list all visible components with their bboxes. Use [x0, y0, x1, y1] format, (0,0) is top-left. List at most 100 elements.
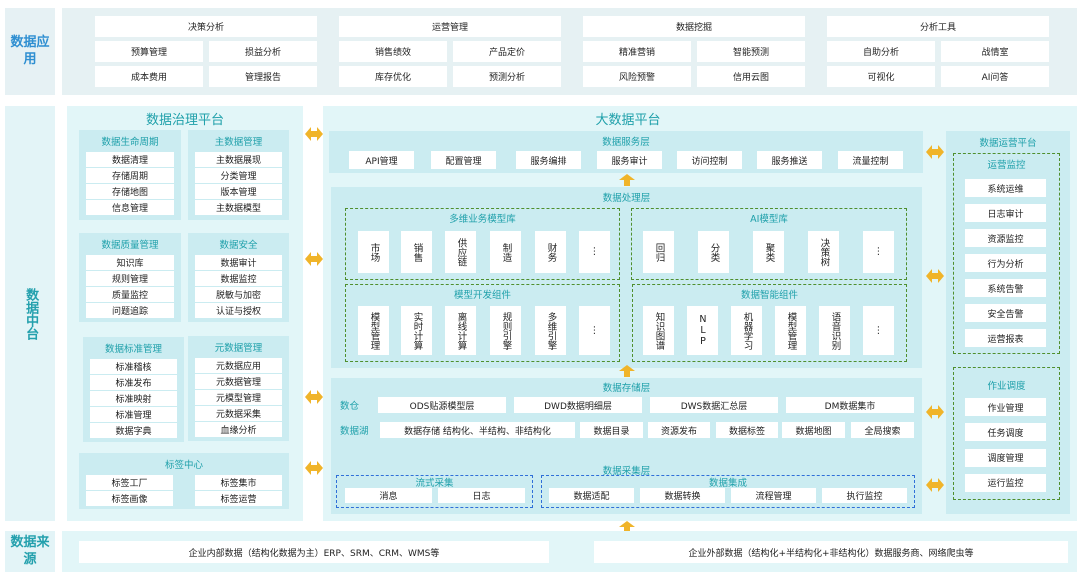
app-item[interactable]: 预测分析	[453, 66, 561, 87]
governance-item[interactable]: 认证与授权	[195, 303, 282, 318]
model-item[interactable]: 实时计算	[401, 306, 432, 355]
model-item[interactable]: 模型管理	[775, 306, 806, 355]
app-item[interactable]: 成本费用	[95, 66, 203, 87]
lake-item[interactable]: 全局搜索	[851, 422, 914, 438]
governance-item[interactable]: 问题追踪	[86, 303, 174, 318]
streaming-item[interactable]: 日志	[438, 488, 525, 503]
governance-item[interactable]: 元数据应用	[195, 358, 282, 373]
governance-item[interactable]: 存储周期	[86, 168, 174, 183]
app-item[interactable]: 库存优化	[339, 66, 447, 87]
more-item[interactable]: ⋮	[863, 306, 894, 355]
governance-item[interactable]: 存储地图	[86, 184, 174, 199]
streaming-item[interactable]: 消息	[345, 488, 432, 503]
model-item[interactable]: 决策树	[808, 231, 839, 273]
governance-item[interactable]: 版本管理	[195, 184, 282, 199]
app-item[interactable]: 管理报告	[209, 66, 317, 87]
app-group-header[interactable]: 数据挖掘	[583, 16, 805, 37]
monitoring-item[interactable]: 系统告警	[965, 279, 1046, 297]
source-external[interactable]: 企业外部数据（结构化+半结构化+非结构化）数据服务商、网络爬虫等	[594, 541, 1068, 563]
app-item[interactable]: 风险预警	[583, 66, 691, 87]
model-item[interactable]: 规则引擎	[490, 306, 521, 355]
governance-item[interactable]: 信息管理	[86, 200, 174, 215]
more-item[interactable]: ⋮	[863, 231, 894, 273]
app-item[interactable]: 可视化	[827, 66, 935, 87]
app-item[interactable]: 信用云图	[697, 66, 805, 87]
app-item[interactable]: 预算管理	[95, 41, 203, 62]
app-group-header[interactable]: 分析工具	[827, 16, 1049, 37]
governance-item[interactable]: 脱敏与加密	[195, 287, 282, 302]
governance-item[interactable]: 标准稽核	[90, 359, 177, 374]
service-item[interactable]: 服务审计	[597, 151, 662, 169]
app-group-header[interactable]: 决策分析	[95, 16, 317, 37]
governance-item[interactable]: 标签画像	[86, 491, 173, 506]
app-item[interactable]: AI问答	[941, 66, 1049, 87]
lake-item[interactable]: 资源发布	[648, 422, 710, 438]
model-item[interactable]: 机器学习	[731, 306, 762, 355]
model-item[interactable]: 供应链	[445, 231, 476, 273]
source-internal[interactable]: 企业内部数据（结构化数据为主）ERP、SRM、CRM、WMS等	[79, 541, 549, 563]
governance-item[interactable]: 元数据采集	[195, 406, 282, 421]
more-item[interactable]: ⋮	[579, 306, 610, 355]
warehouse-item[interactable]: DM数据集市	[786, 397, 914, 413]
governance-item[interactable]: 标准映射	[90, 391, 177, 406]
integration-item[interactable]: 执行监控	[822, 488, 907, 503]
lake-item[interactable]: 数据目录	[580, 422, 643, 438]
lake-item[interactable]: 数据存储 结构化、半结构、非结构化	[380, 422, 575, 438]
governance-item[interactable]: 标签工厂	[86, 475, 173, 490]
governance-item[interactable]: 元数据管理	[195, 374, 282, 389]
warehouse-item[interactable]: DWS数据汇总层	[650, 397, 778, 413]
app-item[interactable]: 产品定价	[453, 41, 561, 62]
governance-item[interactable]: 规则管理	[86, 271, 174, 286]
app-item[interactable]: 销售绩效	[339, 41, 447, 62]
monitoring-item[interactable]: 资源监控	[965, 229, 1046, 247]
governance-item[interactable]: 主数据展现	[195, 152, 282, 167]
service-item[interactable]: 访问控制	[677, 151, 742, 169]
monitoring-item[interactable]: 系统运维	[965, 179, 1046, 197]
model-item[interactable]: 模型管理	[358, 306, 389, 355]
governance-item[interactable]: 知识库	[86, 255, 174, 270]
governance-item[interactable]: 标准管理	[90, 407, 177, 422]
monitoring-item[interactable]: 运营报表	[965, 329, 1046, 347]
integration-item[interactable]: 数据适配	[549, 488, 634, 503]
lake-item[interactable]: 数据标签	[716, 422, 778, 438]
integration-item[interactable]: 流程管理	[731, 488, 816, 503]
governance-item[interactable]: 主数据模型	[195, 200, 282, 215]
governance-item[interactable]: 标准发布	[90, 375, 177, 390]
governance-item[interactable]: 标签运营	[195, 491, 282, 506]
service-item[interactable]: 服务推送	[757, 151, 822, 169]
model-item[interactable]: 知识图谱	[643, 306, 674, 355]
lake-item[interactable]: 数据地图	[782, 422, 845, 438]
app-item[interactable]: 损益分析	[209, 41, 317, 62]
monitoring-item[interactable]: 日志审计	[965, 204, 1046, 222]
service-item[interactable]: API管理	[349, 151, 414, 169]
integration-item[interactable]: 数据转换	[640, 488, 725, 503]
app-item[interactable]: 智能预测	[697, 41, 805, 62]
scheduling-item[interactable]: 运行监控	[965, 473, 1046, 492]
app-item[interactable]: 自助分析	[827, 41, 935, 62]
warehouse-item[interactable]: DWD数据明细层	[514, 397, 642, 413]
scheduling-item[interactable]: 任务调度	[965, 423, 1046, 442]
monitoring-item[interactable]: 行为分析	[965, 254, 1046, 272]
model-item[interactable]: 财务	[535, 231, 566, 273]
monitoring-item[interactable]: 安全告警	[965, 304, 1046, 322]
model-item[interactable]: 销售	[401, 231, 432, 273]
warehouse-item[interactable]: ODS贴源模型层	[378, 397, 506, 413]
app-group-header[interactable]: 运营管理	[339, 16, 561, 37]
governance-item[interactable]: 标签集市	[195, 475, 282, 490]
governance-item[interactable]: 数据监控	[195, 271, 282, 286]
service-item[interactable]: 配置管理	[431, 151, 496, 169]
model-item[interactable]: NLP	[687, 306, 718, 355]
governance-item[interactable]: 血缘分析	[195, 422, 282, 437]
scheduling-item[interactable]: 调度管理	[965, 448, 1046, 467]
governance-item[interactable]: 元模型管理	[195, 390, 282, 405]
model-item[interactable]: 语音识别	[819, 306, 850, 355]
model-item[interactable]: 分类	[698, 231, 729, 273]
app-item[interactable]: 精准营销	[583, 41, 691, 62]
governance-item[interactable]: 分类管理	[195, 168, 282, 183]
service-item[interactable]: 服务编排	[516, 151, 581, 169]
more-item[interactable]: ⋮	[579, 231, 610, 273]
model-item[interactable]: 离线计算	[445, 306, 476, 355]
model-item[interactable]: 聚类	[753, 231, 784, 273]
model-item[interactable]: 多维引擎	[535, 306, 566, 355]
scheduling-item[interactable]: 作业管理	[965, 398, 1046, 416]
